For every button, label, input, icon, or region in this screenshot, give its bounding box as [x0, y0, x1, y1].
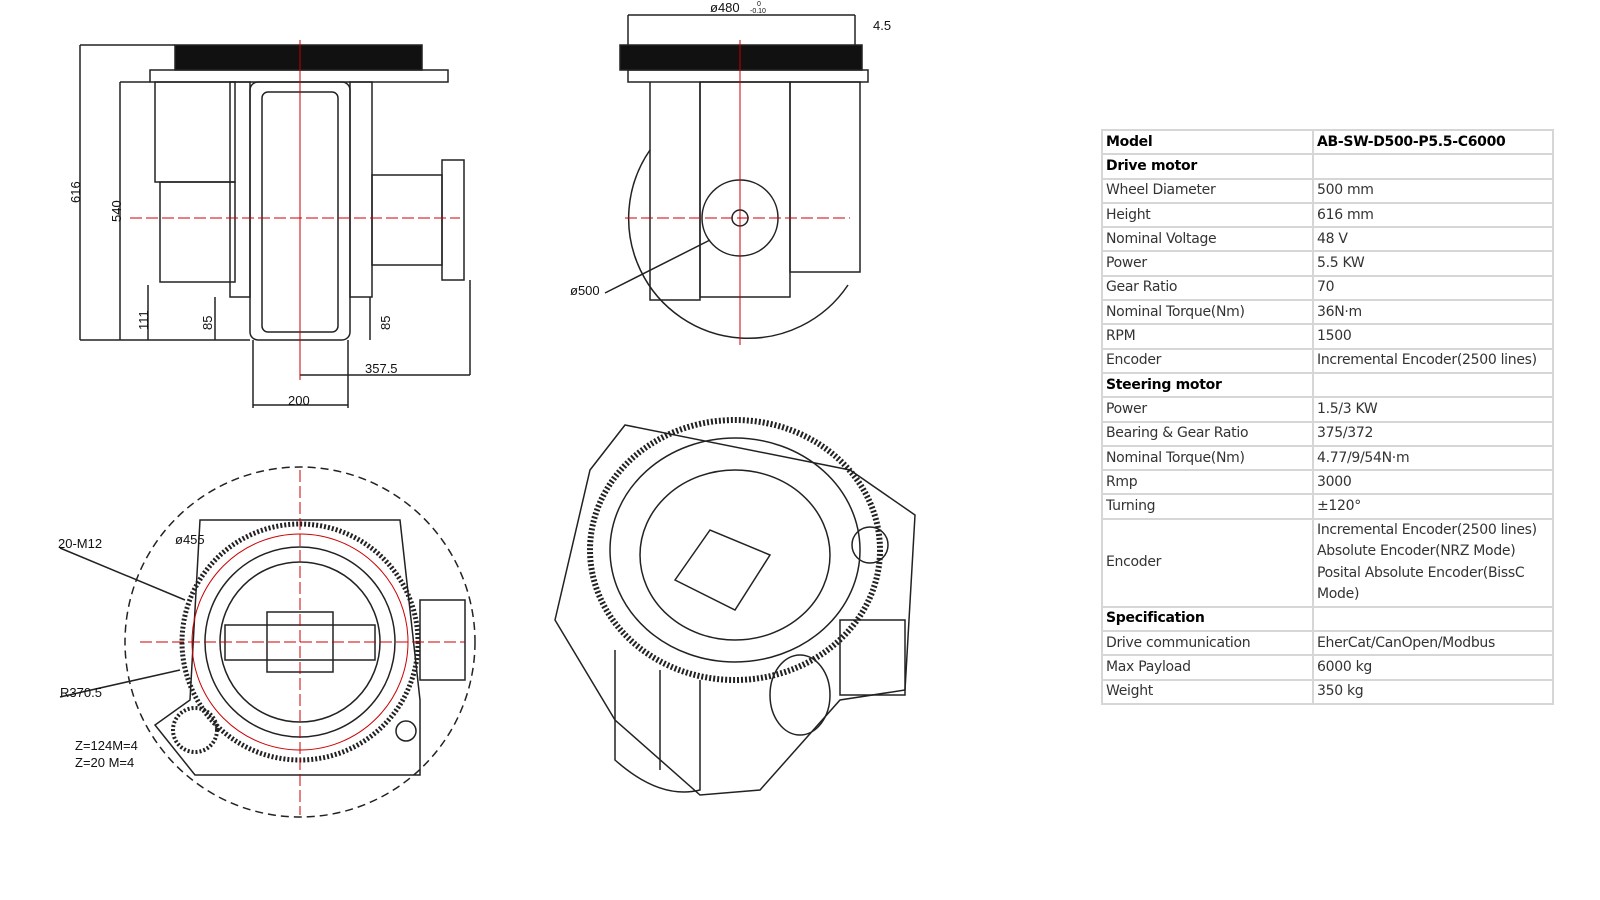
- spec-value: 36N·m: [1312, 299, 1554, 326]
- spec-key: Power: [1101, 250, 1314, 277]
- bottom-view: 20-M12 ø455 R370.5 Z=124M=4 Z=20 M=4: [58, 466, 476, 818]
- spec-key: Nominal Torque(Nm): [1101, 444, 1314, 472]
- dim-tolerance-lower: -0.10: [750, 8, 766, 15]
- spec-value: 616 mm: [1312, 201, 1554, 229]
- spec-value: [1312, 605, 1554, 633]
- dim-85-left: 85: [200, 316, 215, 330]
- spec-value: 6000 kg: [1312, 654, 1554, 681]
- spec-key: Rmp: [1101, 469, 1314, 496]
- spec-value-line: Incremental Encoder(2500 lines): [1317, 521, 1537, 538]
- spec-key: Weight: [1101, 678, 1314, 705]
- spec-key: Drive communication: [1101, 630, 1314, 657]
- dim-diameter-500: ø500: [570, 283, 600, 298]
- spec-key: Turning: [1101, 493, 1314, 520]
- dim-4-5: 4.5: [873, 18, 891, 33]
- spec-value-line: Posital Absolute Encoder(BissC: [1317, 564, 1525, 581]
- spec-row: Nominal Torque(Nm)36N·m: [1101, 299, 1554, 326]
- spec-value: 70: [1312, 274, 1554, 302]
- spec-key: Wheel Diameter: [1101, 177, 1314, 204]
- spec-key: Specification: [1101, 605, 1314, 633]
- dim-height-540: 540: [109, 200, 124, 222]
- technical-drawing: 616 540 111 85 85 357.5 200 ø480 0 -0.10…: [58, 0, 916, 818]
- spec-value: 48 V: [1312, 226, 1554, 253]
- label-bolts-20-m12: 20-M12: [58, 536, 102, 551]
- dim-tolerance-upper: 0: [757, 1, 761, 8]
- spec-row: Steering motor: [1101, 371, 1554, 399]
- dim-diameter-480: ø480: [710, 0, 740, 15]
- spec-value: ±120°: [1312, 493, 1554, 520]
- front-view: ø480 0 -0.10 4.5 ø500: [570, 0, 891, 345]
- spec-key: Nominal Voltage: [1101, 226, 1314, 253]
- spec-value: 5.5 KW: [1312, 250, 1554, 277]
- label-radius-370-5: R370.5: [60, 685, 102, 700]
- spec-key: Model: [1101, 128, 1314, 156]
- spec-row: Turning±120°: [1101, 493, 1554, 520]
- label-gear-z124: Z=124M=4: [75, 738, 138, 753]
- spec-value: AB-SW-D500-P5.5-C6000: [1312, 128, 1554, 156]
- isometric-view: [554, 417, 916, 796]
- spec-key: Encoder: [1101, 517, 1314, 608]
- spec-row: Specification: [1101, 605, 1554, 633]
- spec-row: Drive motor: [1101, 153, 1554, 180]
- spec-key: Encoder: [1101, 347, 1314, 374]
- label-gear-z20: Z=20 M=4: [75, 755, 134, 770]
- spec-value: 1500: [1312, 323, 1554, 350]
- spec-value: Incremental Encoder(2500 lines) Absolute …: [1312, 517, 1554, 608]
- spec-key: Drive motor: [1101, 153, 1314, 180]
- spec-row: Nominal Torque(Nm)4.77/9/54N·m: [1101, 444, 1554, 472]
- spec-value: 3000: [1312, 469, 1554, 496]
- spec-key: Bearing & Gear Ratio: [1101, 420, 1314, 447]
- spec-key: Steering motor: [1101, 371, 1314, 399]
- spec-key: Nominal Torque(Nm): [1101, 299, 1314, 326]
- dim-height-616: 616: [68, 181, 83, 203]
- spec-key: Power: [1101, 396, 1314, 423]
- spec-key: Gear Ratio: [1101, 274, 1314, 302]
- spec-value: 500 mm: [1312, 177, 1554, 204]
- spec-value: 1.5/3 KW: [1312, 396, 1554, 423]
- spec-value-line: Mode): [1317, 586, 1360, 603]
- spec-value: 350 kg: [1312, 678, 1554, 705]
- side-view: 616 540 111 85 85 357.5 200: [68, 40, 471, 408]
- dim-357-5: 357.5: [365, 361, 398, 376]
- spec-key: Max Payload: [1101, 654, 1314, 681]
- spec-value: 4.77/9/54N·m: [1312, 444, 1554, 472]
- label-bolt-circle-455: ø455: [175, 532, 205, 547]
- spec-value: [1312, 153, 1554, 180]
- spec-value: EherCat/CanOpen/Modbus: [1312, 630, 1554, 657]
- spec-value: 375/372: [1312, 420, 1554, 447]
- dim-111: 111: [136, 310, 151, 330]
- spec-value: [1312, 371, 1554, 399]
- spec-key: Height: [1101, 201, 1314, 229]
- dim-85-right: 85: [378, 316, 393, 330]
- spec-value: Incremental Encoder(2500 lines): [1312, 347, 1554, 374]
- spec-value-line: Absolute Encoder(NRZ Mode): [1317, 543, 1516, 560]
- dim-200: 200: [288, 393, 310, 408]
- spec-key: RPM: [1101, 323, 1314, 350]
